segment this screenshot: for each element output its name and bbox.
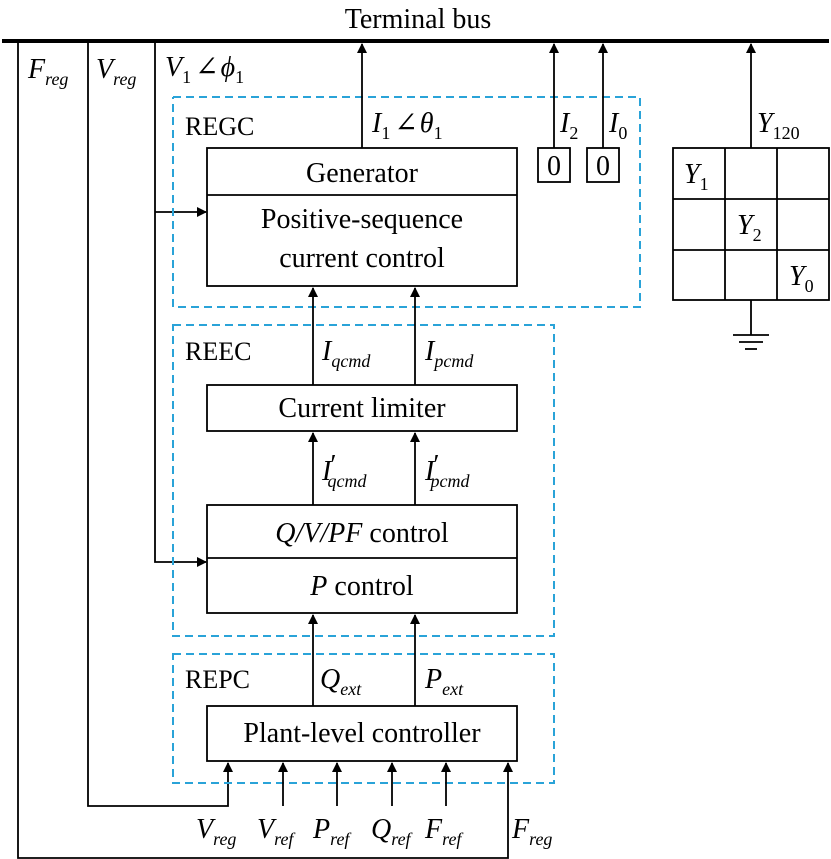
ground-icon	[733, 300, 769, 350]
current-limiter-block	[206, 384, 518, 432]
p-control-label: P control	[309, 571, 414, 602]
generator-block	[206, 147, 518, 287]
iqcmd-prime-label: I′qcmd	[321, 450, 367, 491]
y120-label: Y120	[757, 108, 800, 143]
i0-zero-value: 0	[596, 151, 610, 182]
repc-label: REPC	[185, 665, 250, 694]
v1-wire	[154, 41, 207, 567]
ipcmd-prime-label: I′pcmd	[424, 450, 470, 491]
fref-label: Fref	[424, 814, 464, 849]
reec-label: REEC	[185, 337, 251, 366]
regc-region	[172, 96, 641, 308]
vreg-top-label: Vreg	[96, 54, 136, 89]
y120-matrix	[672, 147, 830, 301]
iqcmd-label: Iqcmd	[321, 336, 371, 371]
reec-region	[172, 324, 555, 637]
current-limiter-label: Current limiter	[278, 393, 446, 424]
freg-bottom-label: Freg	[511, 814, 552, 849]
y0-cell: Y0	[789, 261, 814, 296]
generator-label: Generator	[306, 158, 419, 189]
i2-label: I2	[559, 108, 578, 143]
current-control-label: current control	[279, 243, 445, 274]
terminal-bus-label: Terminal bus	[345, 4, 492, 35]
repc-region	[172, 653, 555, 784]
qvpf-control-label: Q/V/PF control	[275, 518, 449, 549]
pref-label: Pref	[312, 814, 352, 849]
regc-label: REGC	[185, 112, 254, 141]
qref-label: Qref	[371, 814, 414, 849]
i2-zero-value: 0	[547, 151, 561, 182]
vreg-bottom-label: Vreg	[196, 814, 236, 849]
v1-phi1-label: V1∠ϕ1	[165, 52, 244, 87]
plant-level-controller-block	[206, 705, 518, 762]
ipcmd-label: Ipcmd	[424, 336, 474, 371]
i1-theta1-label: I1∠θ1	[371, 108, 443, 143]
y1-cell: Y1	[684, 159, 709, 194]
positive-sequence-label: Positive-sequence	[261, 204, 463, 235]
qvpf-p-control-block	[206, 504, 518, 614]
freg-top-label: Freg	[27, 54, 68, 89]
vref-label: Vref	[257, 814, 296, 849]
freg-wire	[17, 41, 513, 859]
qext-label: Qext	[320, 664, 362, 699]
i0-label: I0	[608, 108, 627, 143]
i2-zero-block	[537, 147, 571, 183]
vreg-wire	[87, 41, 233, 807]
plant-level-controller-label: Plant-level controller	[243, 718, 481, 749]
y2-cell: Y2	[737, 210, 762, 245]
pext-label: Pext	[424, 664, 464, 699]
